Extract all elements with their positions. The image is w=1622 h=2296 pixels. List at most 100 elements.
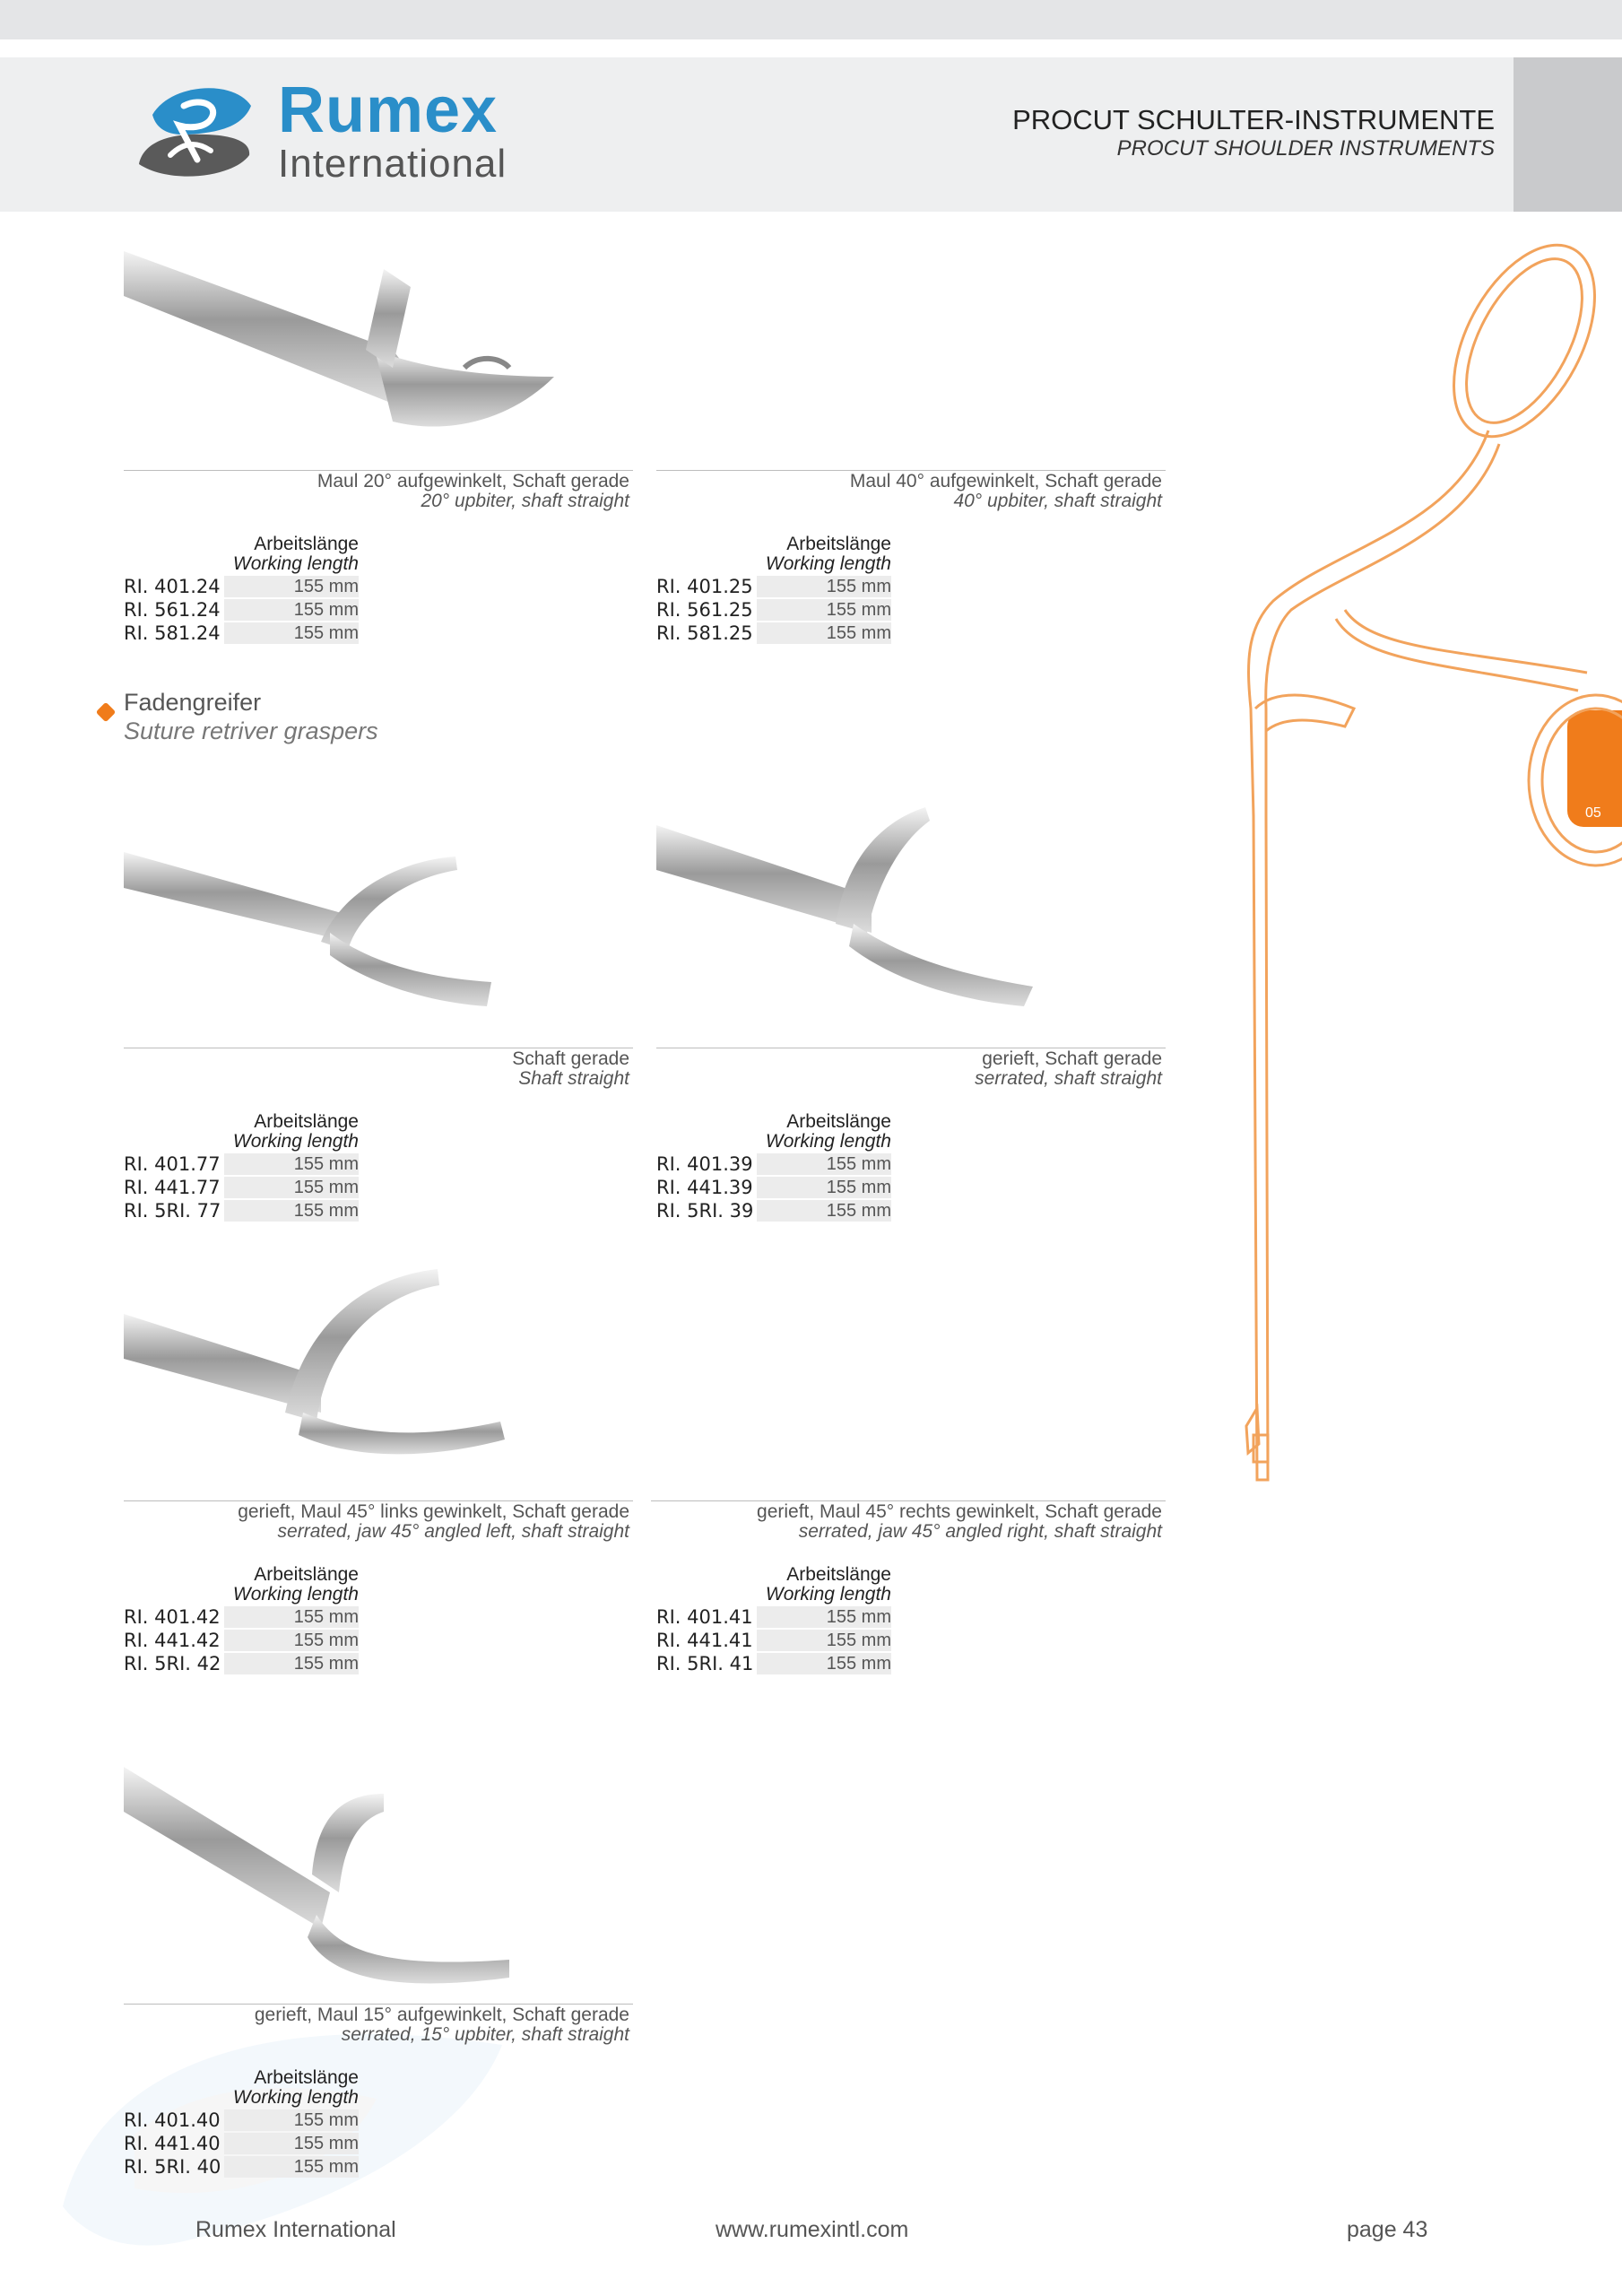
footer-website-link[interactable]: www.rumexintl.com <box>716 2217 909 2242</box>
product-code: RI. 441.77 <box>124 1177 221 1198</box>
caption-rule <box>656 470 1166 471</box>
working-length: 155 mm <box>224 599 359 621</box>
brand-logo[interactable]: Rumex International <box>134 74 511 190</box>
rumex-logo-icon <box>139 88 251 177</box>
working-length: 155 mm <box>224 2109 359 2131</box>
logo-wordmark: Rumex <box>278 74 499 146</box>
caption-rule <box>124 2004 633 2005</box>
caption-rule <box>124 1500 633 1501</box>
product-code: RI. 401.40 <box>124 2109 221 2131</box>
product-caption: gerieft, Schaft gerade serrated, shaft s… <box>656 1049 1162 1089</box>
spec-header: Arbeitslänge Working length <box>124 1112 359 1152</box>
spec-header: Arbeitslänge Working length <box>124 2068 359 2108</box>
caption-de: gerieft, Maul 45° rechts gewinkelt, Scha… <box>757 1501 1162 1522</box>
product-code: RI. 401.41 <box>656 1606 753 1628</box>
instrument-tip-image[interactable] <box>124 1758 518 2000</box>
product-code: RI. 441.41 <box>656 1630 753 1651</box>
working-length: 155 mm <box>224 1653 359 1674</box>
logo-subtitle: International <box>278 142 507 186</box>
spec-header-de: Arbeitslänge <box>254 2067 359 2088</box>
caption-en: serrated, jaw 45° angled right, shaft st… <box>798 1521 1162 1542</box>
caption-en: serrated, 15° upbiter, shaft straight <box>341 2024 629 2045</box>
product-code: RI. 5RI. 42 <box>124 1653 221 1674</box>
footer-page-number: page 43 <box>1347 2217 1428 2242</box>
product-code: RI. 5RI. 41 <box>656 1653 754 1674</box>
working-length: 155 mm <box>757 1630 891 1651</box>
page-title: PROCUT SCHULTER-INSTRUMENTE <box>1012 104 1495 135</box>
spec-header-de: Arbeitslänge <box>254 1564 359 1585</box>
working-length: 155 mm <box>224 1153 359 1175</box>
product-card: gerieft, Maul 45° links gewinkelt, Schaf… <box>124 1260 635 1682</box>
page-subtitle: PROCUT SHOULDER INSTRUMENTS <box>1116 136 1495 161</box>
product-code: RI. 401.42 <box>124 1606 221 1628</box>
spec-header-en: Working length <box>232 2087 359 2108</box>
working-length: 155 mm <box>224 1200 359 1222</box>
spec-header: Arbeitslänge Working length <box>656 1112 891 1152</box>
product-caption: gerieft, Maul 15° aufgewinkelt, Schaft g… <box>124 2005 629 2045</box>
product-code: RI. 401.24 <box>124 576 221 597</box>
instrument-outline-illustration <box>1245 243 1622 1482</box>
instrument-tip-image[interactable] <box>124 798 518 1022</box>
spec-header-en: Working length <box>765 1131 891 1152</box>
working-length: 155 mm <box>757 576 891 597</box>
product-caption: Schaft gerade Shaft straight <box>124 1049 629 1089</box>
section-title-de: Fadengreifer <box>124 689 262 716</box>
working-length: 155 mm <box>757 599 891 621</box>
caption-de: Schaft gerade <box>512 1048 629 1069</box>
working-length: 155 mm <box>757 1606 891 1628</box>
section-title-en: Suture retriver graspers <box>124 718 378 744</box>
caption-en: serrated, jaw 45° angled left, shaft str… <box>277 1521 629 1542</box>
product-caption: Maul 40° aufgewinkelt, Schaft gerade 40°… <box>656 472 1162 511</box>
product-code: RI. 401.25 <box>656 576 753 597</box>
working-length: 155 mm <box>757 1653 891 1674</box>
product-code: RI. 561.25 <box>656 599 753 621</box>
chapter-tab-label: 05 <box>1585 805 1601 821</box>
caption-de: gerieft, Schaft gerade <box>982 1048 1162 1069</box>
footer-company: Rumex International <box>195 2217 396 2242</box>
product-card: gerieft, Maul 45° rechts gewinkelt, Scha… <box>651 1260 1167 1682</box>
working-length: 155 mm <box>757 1177 891 1198</box>
spec-header-en: Working length <box>232 1584 359 1605</box>
spec-header: Arbeitslänge Working length <box>656 535 891 574</box>
spec-header-en: Working length <box>232 1131 359 1152</box>
product-code: RI. 441.40 <box>124 2133 221 2154</box>
spec-header-de: Arbeitslänge <box>786 534 891 554</box>
product-card: gerieft, Schaft gerade serrated, shaft s… <box>656 771 1167 1229</box>
instrument-tip-image[interactable] <box>124 1260 518 1475</box>
product-caption: gerieft, Maul 45° links gewinkelt, Schaf… <box>124 1502 629 1542</box>
page-header <box>0 57 1622 212</box>
spec-header-en: Working length <box>765 1584 891 1605</box>
caption-en: Shaft straight <box>518 1068 629 1089</box>
spec-header: Arbeitslänge Working length <box>124 1565 359 1605</box>
working-length: 155 mm <box>757 1153 891 1175</box>
spec-header: Arbeitslänge Working length <box>656 1565 891 1605</box>
spec-header: Arbeitslänge Working length <box>124 535 359 574</box>
product-code: RI. 561.24 <box>124 599 221 621</box>
section-bullet-icon <box>95 701 117 723</box>
caption-en: 40° upbiter, shaft straight <box>953 491 1162 511</box>
product-caption: Maul 20° aufgewinkelt, Schaft gerade 20°… <box>124 472 629 511</box>
spec-header-de: Arbeitslänge <box>254 534 359 554</box>
working-length: 155 mm <box>757 1200 891 1222</box>
instrument-tip-image[interactable] <box>124 242 572 448</box>
header-accent-block <box>1514 57 1622 212</box>
product-code: RI. 5RI. 77 <box>124 1200 221 1222</box>
spec-header-en: Working length <box>232 553 359 574</box>
caption-en: 20° upbiter, shaft straight <box>421 491 629 511</box>
caption-rule <box>651 1500 1166 1501</box>
instrument-tip-image[interactable] <box>656 771 1051 1013</box>
spec-header-de: Arbeitslänge <box>254 1111 359 1132</box>
chapter-tab[interactable]: 05 <box>1567 710 1622 827</box>
working-length: 155 mm <box>757 622 891 644</box>
caption-rule <box>124 470 633 471</box>
